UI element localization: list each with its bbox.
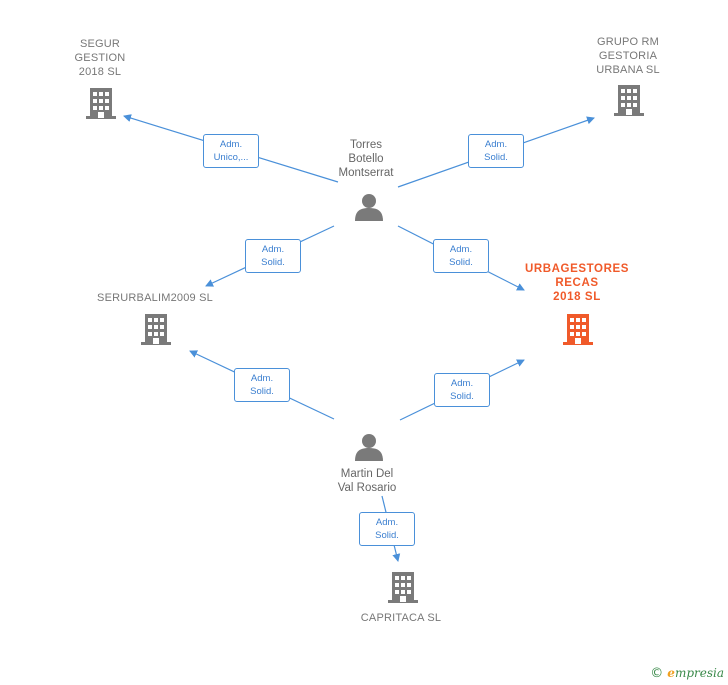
node-label-grupo[interactable]: GRUPO RM GESTORIA URBANA SL bbox=[596, 36, 660, 76]
brand-initial: e bbox=[667, 666, 675, 680]
relation-label-torres-segur[interactable]: Adm. Unico,... bbox=[203, 134, 259, 168]
building-icon-capritaca[interactable] bbox=[388, 572, 418, 603]
node-label-segur[interactable]: SEGUR GESTION 2018 SL bbox=[74, 38, 126, 78]
relation-label-torres-serurbalim[interactable]: Adm. Solid. bbox=[245, 239, 301, 273]
copyright-symbol: © bbox=[650, 666, 664, 681]
node-label-capritaca[interactable]: CAPRITACA SL bbox=[360, 612, 442, 624]
node-label-urbagestores[interactable]: URBAGESTORES RECAS 2018 SL bbox=[524, 263, 630, 303]
building-icon-grupo[interactable] bbox=[614, 85, 644, 116]
node-label-martin[interactable]: Martin Del Val Rosario bbox=[337, 468, 397, 494]
brand-name: mpresia bbox=[674, 666, 724, 680]
person-icon-torres[interactable] bbox=[355, 194, 383, 221]
building-icon-serurbalim[interactable] bbox=[141, 314, 171, 345]
node-label-serurbalim[interactable]: SERURBALIM2009 SL bbox=[97, 292, 213, 304]
relation-label-martin-serurbalim[interactable]: Adm. Solid. bbox=[234, 368, 290, 402]
relation-label-martin-capritaca[interactable]: Adm. Solid. bbox=[359, 512, 415, 546]
node-label-torres[interactable]: Torres Botello Montserrat bbox=[338, 139, 394, 179]
relation-label-torres-grupo[interactable]: Adm. Solid. bbox=[468, 134, 524, 168]
building-icon-urbagestores[interactable] bbox=[563, 314, 593, 345]
building-icon-segur[interactable] bbox=[86, 88, 116, 119]
empresia-logo: ©empresia bbox=[650, 666, 724, 681]
person-icon-martin[interactable] bbox=[355, 434, 383, 461]
relation-label-martin-urbagestores[interactable]: Adm. Solid. bbox=[434, 373, 490, 407]
relation-label-torres-urbagestores[interactable]: Adm. Solid. bbox=[433, 239, 489, 273]
